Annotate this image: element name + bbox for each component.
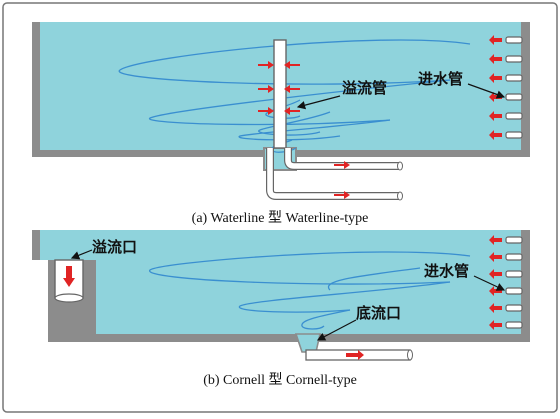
tank-b-cutout bbox=[32, 260, 48, 342]
label-overflow-outlet: 溢流口 bbox=[92, 238, 137, 256]
pointer-overflow-outlet bbox=[70, 249, 93, 260]
caption-a: (a) Waterline 型 Waterline-type bbox=[192, 210, 369, 226]
inlet-nozzles-b bbox=[489, 235, 523, 330]
tank-b-overflow-channel bbox=[40, 230, 96, 260]
pointer-inlet-pipe-b bbox=[473, 275, 506, 291]
overflow-standpipe bbox=[273, 39, 287, 149]
pointer-overflow-pipe bbox=[296, 95, 341, 110]
pointer-inlet-pipe-a bbox=[467, 83, 506, 99]
caption-b: (b) Cornell 型 Cornell-type bbox=[203, 372, 357, 388]
panel-b-cornell: 溢流口 进水管 底流口 (b) Cornell 型 Cornell-type bbox=[32, 230, 530, 388]
tank-b-water bbox=[96, 230, 521, 334]
overflow-inflow-arrows bbox=[258, 61, 350, 199]
overflow-down-arrow bbox=[63, 266, 75, 287]
label-bottom-outlet: 底流口 bbox=[356, 304, 401, 322]
swirl-flow-b bbox=[149, 251, 471, 330]
label-inlet-pipe-a: 进水管 bbox=[418, 70, 463, 88]
inlet-nozzles-a bbox=[489, 35, 523, 140]
panel-a-waterline: 溢流管 进水管 (a) Waterline 型 Waterline-type bbox=[32, 22, 530, 226]
bottom-drain-arrow bbox=[346, 350, 364, 360]
label-inlet-pipe-b: 进水管 bbox=[424, 262, 469, 280]
label-overflow-pipe: 溢流管 bbox=[342, 79, 387, 97]
pointer-bottom-outlet bbox=[316, 319, 357, 341]
